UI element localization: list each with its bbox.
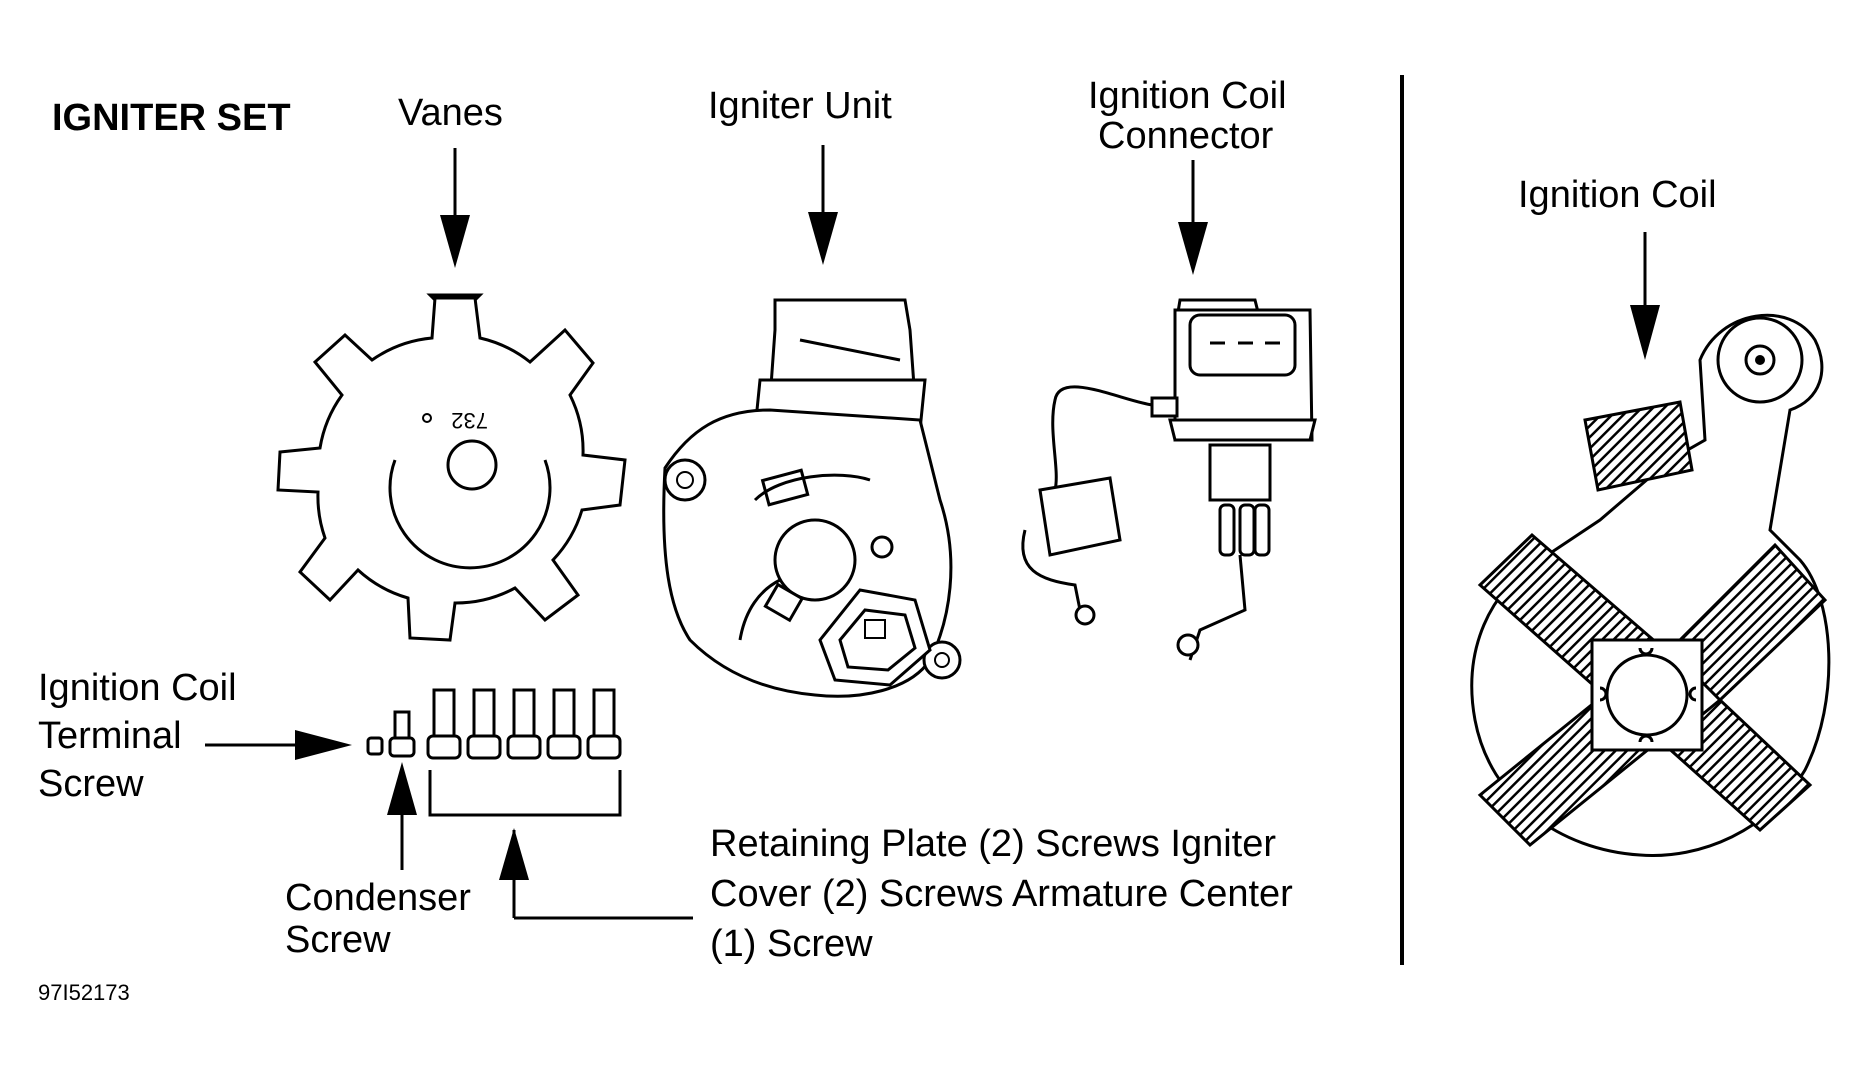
- arrow-right-icon: [295, 730, 352, 760]
- terminal-screw-label-line1: Ignition Coil: [38, 667, 237, 709]
- arrow-down-icon: [1178, 222, 1208, 275]
- ignition-coil: [1470, 313, 1831, 858]
- arrow-down-icon: [440, 215, 470, 268]
- arrow-down-icon: [1630, 305, 1660, 360]
- coil-connector-label-line1: Ignition Coil: [1088, 75, 1287, 117]
- long-screw-3: [506, 688, 542, 760]
- diagram-title: IGNITER SET: [52, 97, 291, 139]
- ignition-coil-connector: [1021, 298, 1317, 661]
- ignition-coil-callout: Ignition Coil: [1518, 174, 1717, 360]
- retaining-label-line2: Cover (2) Screws Armature Center: [710, 873, 1293, 915]
- coil-connector-callout: Ignition Coil Connector: [1088, 75, 1287, 275]
- screw-set: [366, 688, 622, 760]
- retaining-label-line1: Retaining Plate (2) Screws Igniter: [710, 823, 1276, 865]
- ignition-coil-label: Ignition Coil: [1518, 174, 1717, 216]
- arrow-up-icon: [387, 762, 417, 815]
- figure-id: 97I52173: [38, 980, 130, 1005]
- terminal-screw-callout: Ignition Coil Terminal Screw: [38, 667, 352, 805]
- retaining-screws-callout: Retaining Plate (2) Screws Igniter Cover…: [428, 770, 1293, 965]
- condenser-screw-label-line2: Screw: [285, 919, 391, 961]
- long-screw-5: [586, 688, 622, 760]
- coil-connector-label-line2: Connector: [1098, 115, 1274, 157]
- vanes-rotor: 732: [276, 293, 627, 642]
- long-screw-4: [546, 688, 582, 760]
- retaining-label-line3: (1) Screw: [710, 923, 873, 965]
- igniter-unit-callout: Igniter Unit: [708, 85, 892, 265]
- condenser-screw-callout: Condenser Screw: [285, 762, 471, 961]
- arrow-down-icon: [808, 212, 838, 265]
- arrow-up-icon: [499, 828, 529, 880]
- long-screw-2: [466, 688, 502, 760]
- igniter-unit-label: Igniter Unit: [708, 85, 892, 127]
- long-screw-1: [426, 688, 462, 760]
- terminal-screw-label-line2: Terminal: [38, 715, 182, 757]
- igniter-unit: [662, 298, 962, 698]
- condenser-screw-label-line1: Condenser: [285, 877, 471, 919]
- vanes-callout: Vanes: [398, 92, 503, 268]
- terminal-screw-label-line3: Screw: [38, 763, 144, 805]
- vanes-label: Vanes: [398, 92, 503, 134]
- vane-marking: 732: [451, 408, 488, 433]
